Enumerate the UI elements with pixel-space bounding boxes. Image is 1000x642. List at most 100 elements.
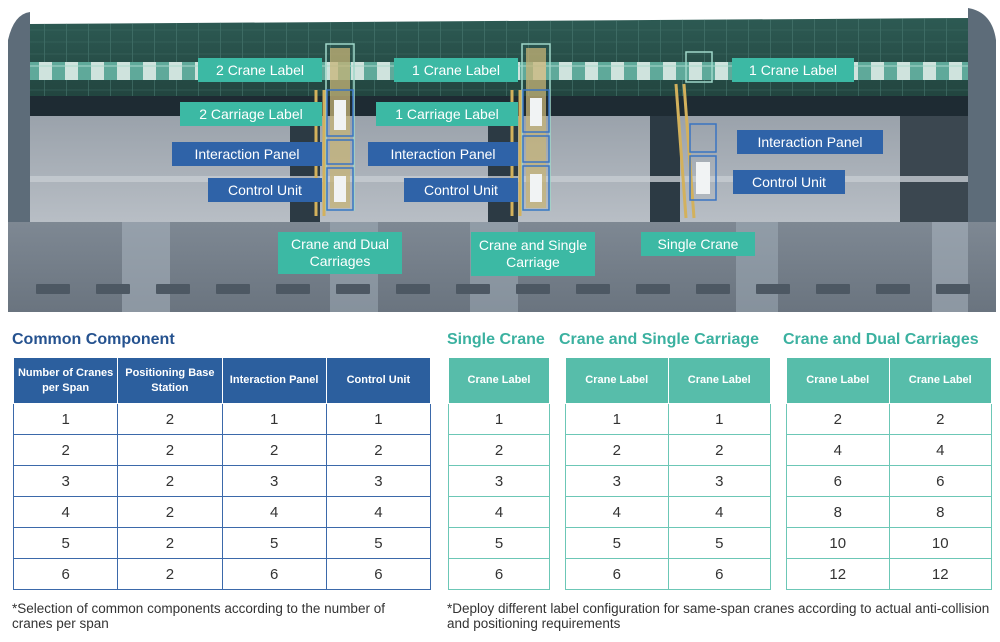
span2-config-label: Crane and Single Carriage [471, 232, 595, 276]
table-header-cell: Crane Label [667, 357, 771, 404]
table-cell: 4 [786, 434, 890, 466]
table-row: 3 [448, 465, 550, 497]
table-cell: 2 [117, 434, 223, 466]
table-cell: 2 [117, 496, 223, 528]
table-cell: 1 [667, 403, 771, 435]
table-cell: 8 [786, 496, 890, 528]
table-cell: 5 [325, 527, 432, 559]
table-header-cell: Crane Label [448, 357, 550, 404]
table-cell: 2 [12, 434, 119, 466]
table-header-cell: Crane Label [888, 357, 992, 404]
span3-config-label: Single Crane [641, 232, 755, 256]
table-cell: 1 [448, 403, 550, 435]
span1-control-unit: Control Unit [208, 178, 322, 202]
table-header-row: Crane Label Crane Label [786, 357, 992, 404]
table-row: 2 [448, 434, 550, 466]
table-cell: 6 [12, 558, 119, 590]
table-header-cell: Positioning Base Station [117, 357, 223, 404]
table-cell: 3 [565, 465, 669, 497]
span2-crane-label: 1 Crane Label [394, 58, 518, 82]
table-cell: 8 [888, 496, 992, 528]
table-header-row: Number of Cranes per Span Positioning Ba… [12, 357, 432, 404]
table-cell: 2 [117, 527, 223, 559]
single-carriage-title: Crane and Single Carriage [559, 331, 760, 348]
table-row: 1 [448, 403, 550, 435]
table-header-cell: Crane Label [786, 357, 890, 404]
table-cell: 2 [325, 434, 432, 466]
span2-interaction-panel: Interaction Panel [368, 142, 518, 166]
table-cell: 4 [565, 496, 669, 528]
table-cell: 12 [888, 558, 992, 590]
span2-control-unit: Control Unit [404, 178, 518, 202]
table-header-cell: Interaction Panel [221, 357, 327, 404]
table-row: 5 [448, 527, 550, 559]
label-config-footnote: *Deploy different label configuration fo… [447, 601, 990, 631]
table-header-cell: Number of Cranes per Span [12, 357, 119, 404]
span2-carriage-label: 1 Carriage Label [376, 102, 518, 126]
table-cell: 1 [565, 403, 669, 435]
table-cell: 2 [448, 434, 550, 466]
table-cell: 12 [786, 558, 890, 590]
table-row: 4 [448, 496, 550, 528]
table-cell: 10 [888, 527, 992, 559]
table-header-cell: Crane Label [565, 357, 669, 404]
table-cell: 2 [565, 434, 669, 466]
right-end-wall [968, 8, 996, 230]
table-cell: 3 [667, 465, 771, 497]
common-component-table: Number of Cranes per Span Positioning Ba… [12, 357, 432, 590]
table-cell: 2 [667, 434, 771, 466]
factory-illustration: 2 Crane Label 2 Carriage Label Interacti… [0, 0, 1000, 316]
right-floor-shadow [900, 116, 968, 222]
table-cell: 6 [888, 465, 992, 497]
table-cell: 5 [12, 527, 119, 559]
common-component-footnote: *Selection of common components accordin… [12, 601, 385, 631]
span1-config-label: Crane and Dual Carriages [278, 232, 402, 274]
table-row: 6 [448, 558, 550, 590]
span1-interaction-panel: Interaction Panel [172, 142, 322, 166]
single-crane-title: Single Crane [447, 331, 545, 348]
span3-control-unit: Control Unit [733, 170, 845, 194]
table-cell: 5 [221, 527, 327, 559]
table-cell: 4 [325, 496, 432, 528]
table-cell: 6 [565, 558, 669, 590]
table-cell: 3 [12, 465, 119, 497]
table-cell: 4 [667, 496, 771, 528]
common-component-title: Common Component [12, 331, 175, 348]
table-cell: 6 [448, 558, 550, 590]
table-cell: 4 [888, 434, 992, 466]
span3-interaction-panel: Interaction Panel [737, 130, 883, 154]
table-cell: 2 [786, 403, 890, 435]
table-header-row: Crane Label [448, 357, 550, 404]
table-cell: 6 [325, 558, 432, 590]
table-header-row: Crane Label Crane Label [565, 357, 771, 404]
span-divider-3 [650, 116, 680, 222]
table-cell: 2 [221, 434, 327, 466]
table-cell: 5 [565, 527, 669, 559]
table-cell: 2 [888, 403, 992, 435]
table-cell: 2 [117, 403, 223, 435]
span1-crane-label: 2 Crane Label [198, 58, 322, 82]
table-cell: 10 [786, 527, 890, 559]
table-cell: 2 [117, 558, 223, 590]
span1-carriage-label: 2 Carriage Label [180, 102, 322, 126]
single-crane-table: Crane Label 1 2 3 4 5 6 [448, 357, 550, 590]
